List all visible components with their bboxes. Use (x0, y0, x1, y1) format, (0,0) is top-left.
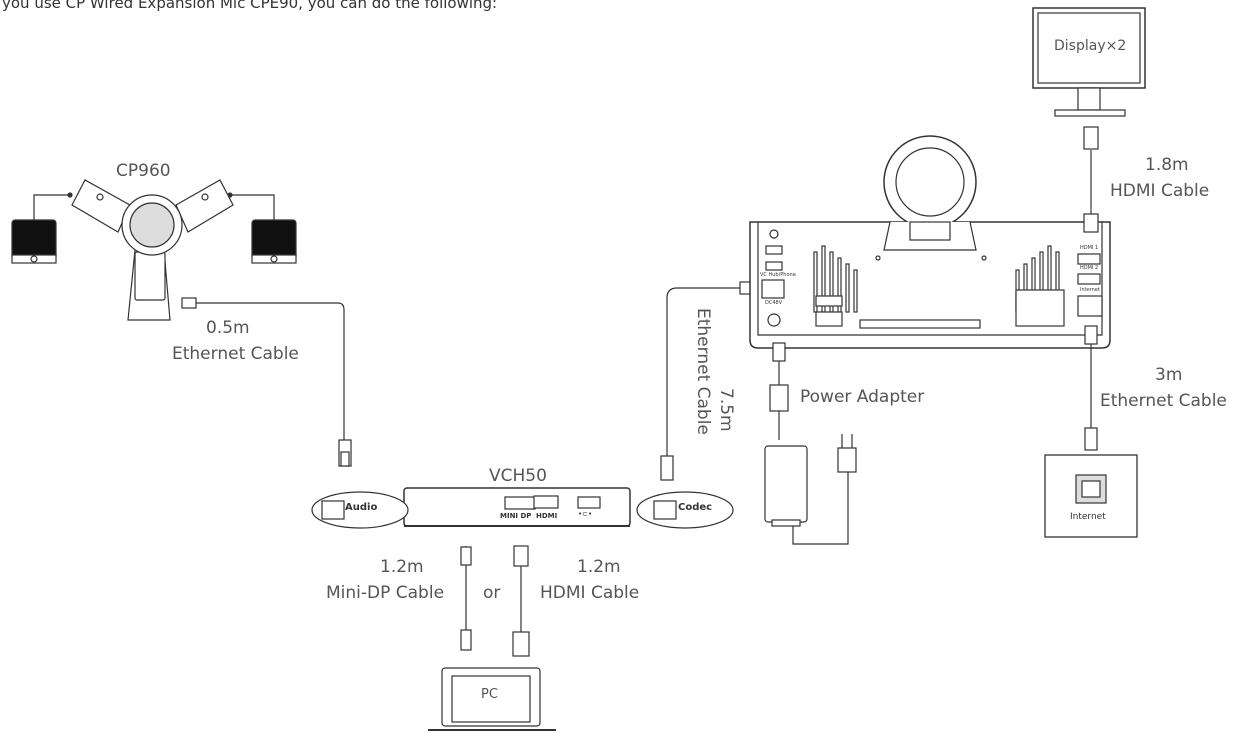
label-eth-internet-length: 3m (1155, 365, 1183, 385)
port-hdmi1: HDMI 1 (1080, 245, 1099, 251)
label-or: or (483, 583, 501, 603)
cp960-phone (11, 179, 297, 321)
codec-unit (749, 135, 1111, 349)
label-minidp-length: 1.2m (380, 557, 424, 577)
pc-laptop (428, 667, 556, 731)
label-pc: PC (481, 687, 498, 702)
label-hdmi-display-name: HDMI Cable (1110, 181, 1210, 201)
port-codec: Codec (678, 502, 713, 513)
label-hdmi-display-length: 1.8m (1145, 155, 1189, 175)
internet-wall-jack (1044, 454, 1138, 538)
label-eth-cp960-name: Ethernet Cable (172, 344, 299, 364)
label-eth-internet-name: Ethernet Cable (1100, 391, 1227, 411)
port-audio: Audio (345, 502, 378, 513)
port-usb: •⊂• (578, 510, 593, 518)
intro-text: you use CP Wired Expansion Mic CPE90, yo… (2, 0, 498, 12)
port-vc-hub: VC Hub/Phone (760, 272, 796, 278)
label-internet-jack: Internet (1070, 512, 1106, 522)
label-display: Display×2 (1054, 38, 1127, 54)
display-monitor (1032, 7, 1146, 117)
port-hdmi: HDMI (536, 512, 558, 520)
port-internet: Internet (1080, 287, 1100, 293)
label-eth-vch-length: 7.5m (716, 388, 736, 432)
label-eth-cp960-length: 0.5m (206, 318, 250, 338)
label-cp960: CP960 (116, 161, 171, 181)
label-hdmi-pc-name: HDMI Cable (540, 583, 640, 603)
port-mini-dp: MINI DP (500, 512, 532, 520)
label-hdmi-pc-length: 1.2m (577, 557, 621, 577)
power-adapter (764, 342, 857, 545)
port-dc48v: DC48V (765, 300, 783, 306)
label-vch50: VCH50 (489, 466, 547, 486)
label-eth-vch-name: Ethernet Cable (693, 308, 713, 435)
vch50-hub (311, 487, 734, 529)
label-power-adapter: Power Adapter (800, 387, 925, 407)
port-hdmi2: HDMI 2 (1080, 265, 1099, 271)
label-minidp-name: Mini-DP Cable (326, 583, 445, 603)
